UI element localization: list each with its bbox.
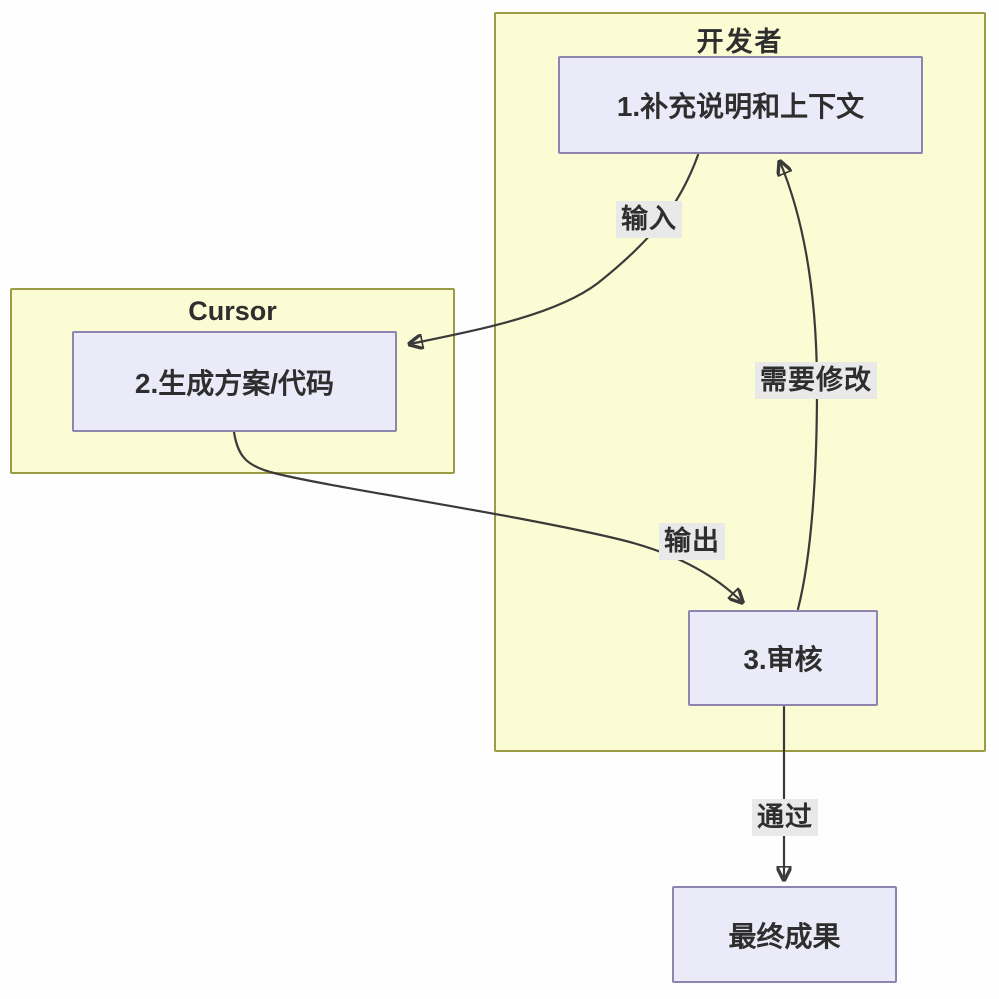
node-final-result: 最终成果	[672, 886, 897, 983]
node-final-label: 最终成果	[728, 920, 841, 952]
node-step2-label: 2.生成方案/代码	[134, 367, 335, 399]
cursor-container-title: Cursor	[188, 296, 277, 326]
node-step1-label: 1.补充说明和上下文	[616, 91, 865, 122]
edge-label-pass: 通过	[752, 799, 818, 837]
edge-label-output: 输出	[659, 523, 725, 561]
edge-label-revise: 需要修改	[755, 362, 877, 400]
node-step2-generate-plan-code: 2.生成方案/代码	[72, 331, 397, 432]
developer-container-title: 开发者	[696, 27, 784, 57]
edge-label-input: 输入	[616, 201, 682, 239]
node-step3-review: 3.审核	[688, 610, 878, 706]
node-step1-supplement-context: 1.补充说明和上下文	[558, 56, 923, 154]
node-step3-label: 3.审核	[743, 644, 823, 675]
